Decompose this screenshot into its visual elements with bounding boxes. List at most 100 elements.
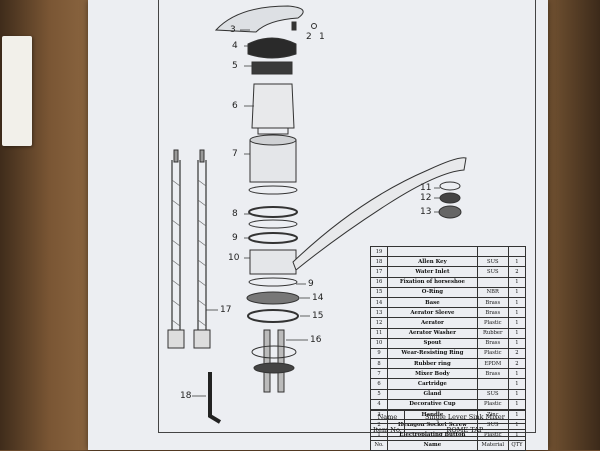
- part-number: 11: [369, 327, 389, 339]
- part-material: SUS: [476, 266, 509, 278]
- callout-1: 1: [319, 32, 325, 42]
- part-material: Brass: [476, 307, 509, 319]
- part-qty: 1: [507, 317, 527, 329]
- part-name: Name: [387, 439, 478, 451]
- part-qty: 1: [507, 256, 527, 268]
- part-qty: 1: [507, 388, 527, 400]
- spout-part: [292, 157, 467, 271]
- parts-table-row: 19: [369, 245, 527, 258]
- part-qty: 1: [507, 368, 527, 380]
- callout-7: 7: [232, 149, 238, 159]
- sticky-note: [2, 36, 32, 146]
- part-number: 6: [369, 378, 389, 390]
- part-material: [476, 245, 509, 258]
- gland-part: [251, 61, 293, 75]
- part-material: Rubber: [476, 327, 509, 339]
- callout-2: 2: [306, 32, 312, 42]
- part-name: Gland: [387, 388, 478, 400]
- part-name: Decorative Cup: [387, 398, 478, 411]
- part-number: 18: [369, 256, 389, 268]
- part-material: SUS: [476, 388, 509, 400]
- callout-17: 17: [220, 305, 232, 315]
- part-material: [476, 276, 509, 288]
- callout-15: 15: [312, 311, 324, 321]
- part-material: Plastic: [476, 347, 509, 360]
- callout-18: 18: [180, 391, 192, 401]
- part-qty: 1: [507, 286, 527, 298]
- part-name: Water Inlet: [387, 266, 478, 278]
- handle-part: [214, 5, 304, 33]
- callout-11: 11: [420, 183, 432, 193]
- part-number: 12: [369, 317, 389, 329]
- part-name: Cartridge: [387, 378, 478, 390]
- part-name: Allen Key: [387, 256, 478, 268]
- part-qty: 1: [507, 378, 527, 390]
- callout-3: 3: [230, 25, 236, 35]
- decorative-cup-part: [247, 37, 297, 59]
- callout-9: 9: [232, 233, 238, 243]
- part-name: Spout: [387, 337, 478, 349]
- callout-16: 16: [310, 335, 322, 345]
- part-number: 16: [369, 276, 389, 288]
- part-qty: 1: [507, 398, 527, 411]
- instruction-sheet: 1 2 3 4 5 6 7 8 9 10 9 11 12 13 14 15 16…: [88, 0, 548, 451]
- callout-10: 10: [228, 253, 240, 263]
- part-number: 8: [369, 358, 389, 370]
- part-material: Brass: [476, 296, 509, 309]
- part-name: Aerator Sleeve: [387, 307, 478, 319]
- part-name: Base: [387, 296, 478, 309]
- item-value: ROME TAP: [403, 423, 527, 437]
- part-number: 5: [369, 388, 389, 400]
- base-part: [246, 291, 300, 305]
- part-material: SUS: [476, 256, 509, 268]
- name-label: Name: [370, 410, 405, 424]
- part-material: Brass: [476, 337, 509, 349]
- name-value: Single Lever Sink Mixer: [403, 410, 527, 424]
- part-name: Aerator Washer: [387, 327, 478, 339]
- part-qty: 1: [507, 327, 527, 339]
- part-number: 14: [369, 296, 389, 309]
- part-material: Plastic: [476, 317, 509, 329]
- callout-6: 6: [232, 101, 238, 111]
- part-material: Material: [476, 439, 509, 451]
- part-name: [387, 245, 478, 258]
- callout-5: 5: [232, 61, 238, 71]
- part-material: [476, 378, 509, 390]
- exploded-view-drawing: [167, 5, 467, 424]
- part-number: No.: [369, 439, 389, 451]
- callout-8: 8: [232, 209, 238, 219]
- part-qty: [507, 245, 527, 258]
- part-name: O-Ring: [387, 286, 478, 298]
- part-qty: 2: [507, 347, 527, 360]
- part-material: Plastic: [476, 398, 509, 411]
- part-material: Brass: [476, 368, 509, 380]
- part-material: NBR: [476, 286, 509, 298]
- spout-base-part: [249, 249, 297, 275]
- o-ring-part: [247, 309, 299, 323]
- callout-12: 12: [420, 193, 432, 203]
- part-qty: 1: [507, 296, 527, 309]
- part-number: 19: [369, 245, 389, 258]
- cardboard-background-right: [538, 0, 600, 450]
- callout-9b: 9: [308, 279, 314, 289]
- part-name: Rubber ring: [387, 358, 478, 370]
- part-material: EPDM: [476, 358, 509, 370]
- part-qty: 1: [507, 337, 527, 349]
- part-qty: 1: [507, 307, 527, 319]
